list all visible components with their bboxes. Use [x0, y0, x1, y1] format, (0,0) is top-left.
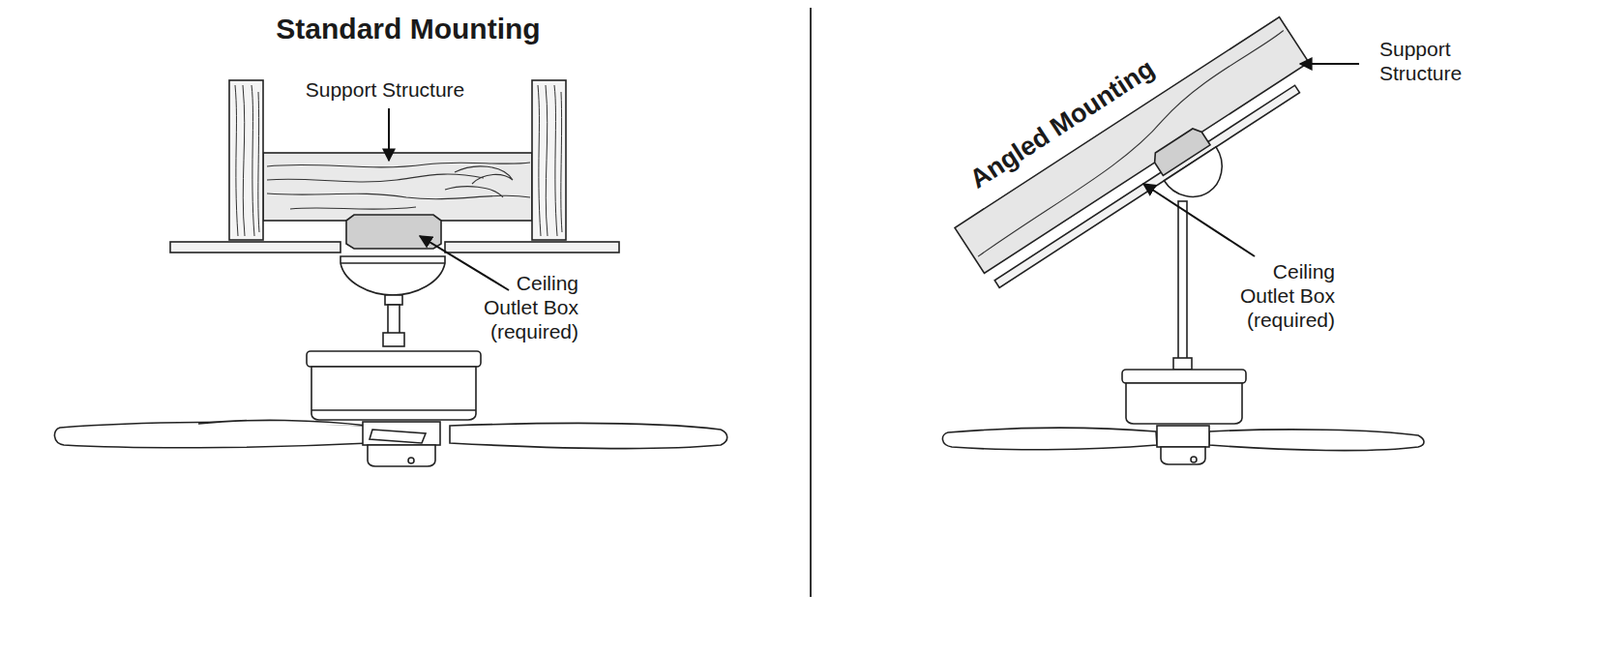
panel-divider: [809, 7, 812, 597]
leader-line: [1143, 183, 1255, 257]
leader-line: [387, 108, 390, 161]
panel-heading: Standard Mounting: [253, 11, 563, 47]
part-label: Support Structure: [1379, 36, 1486, 86]
leader-line: [419, 236, 509, 291]
angled-mount-figure: [942, 17, 1424, 465]
standard-mount-figure: [54, 80, 727, 467]
part-label: Ceiling Outlet Box (required): [1220, 259, 1335, 333]
part-label: Support Structure: [268, 77, 502, 102]
leader-line: [1300, 62, 1360, 65]
part-label: Ceiling Outlet Box (required): [464, 270, 579, 345]
